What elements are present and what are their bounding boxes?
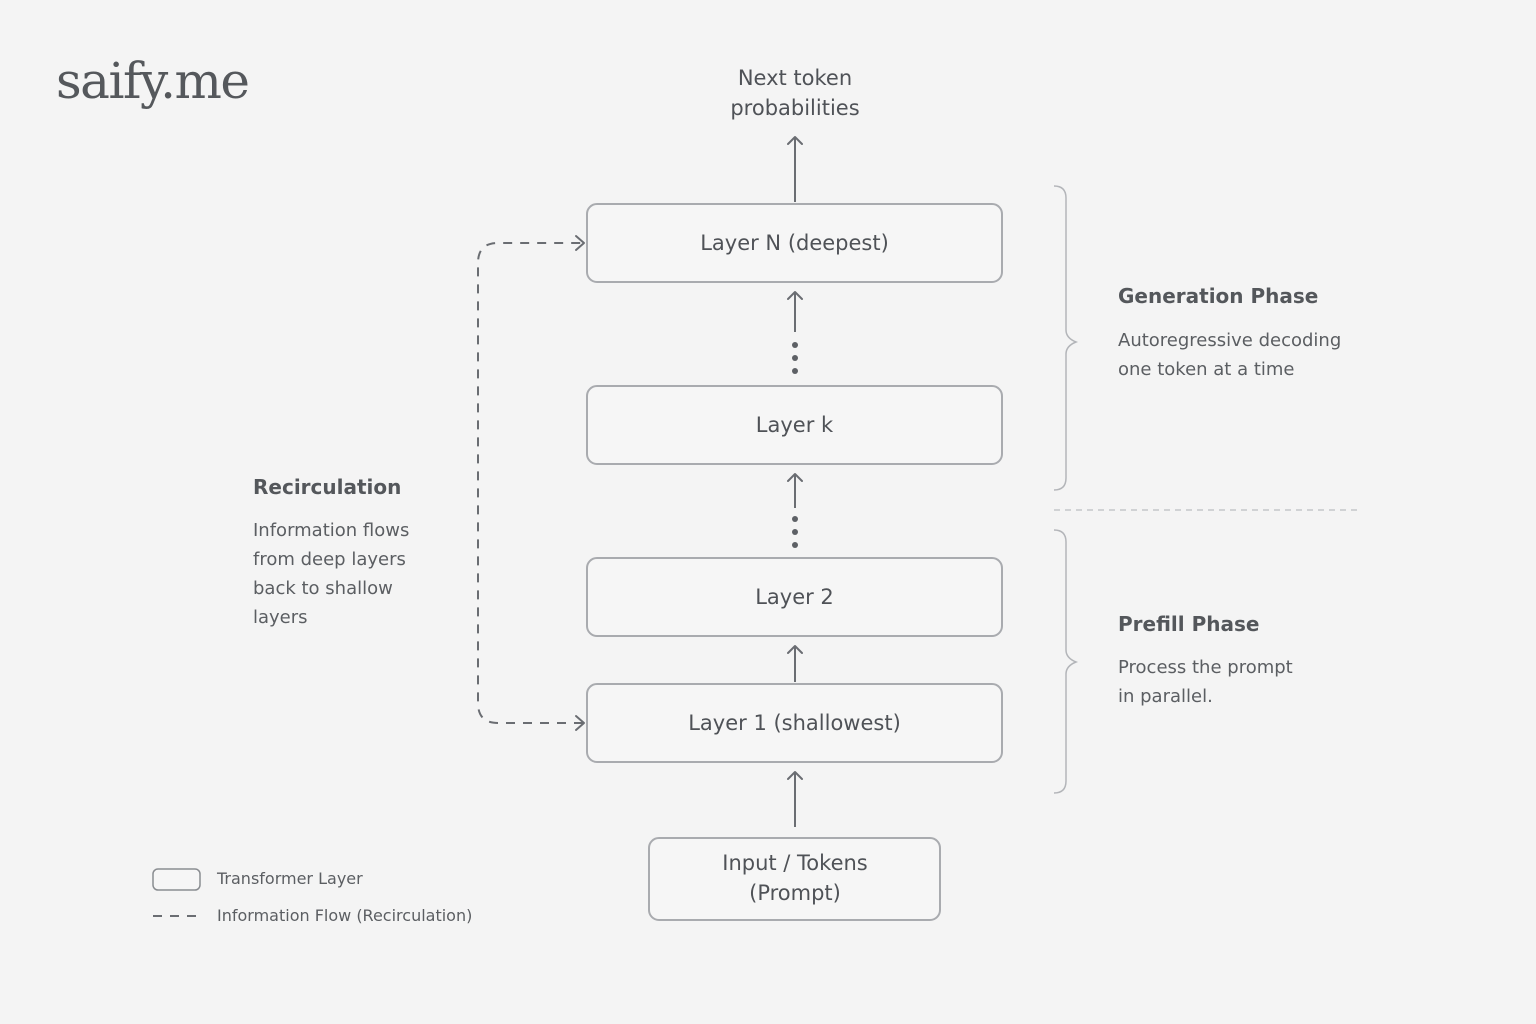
generation-phase-title: Generation Phase (1118, 284, 1319, 308)
ellipsis-upper (792, 342, 798, 374)
prefill-phase-bracket (1053, 529, 1079, 794)
input-box (648, 837, 941, 921)
input-label: Input / Tokens (Prompt) (650, 848, 940, 908)
prefill-phase-description: Process the prompt in parallel. (1118, 653, 1378, 711)
layer-2-box (586, 557, 1003, 637)
recirculation-loop (477, 242, 583, 724)
generation-desc-line-2: one token at a time (1118, 359, 1295, 380)
prefill-desc-line-2: in parallel. (1118, 686, 1213, 707)
layer-1-label: Layer 1 (shallowest) (688, 711, 901, 735)
prefill-desc-line-1: Process the prompt (1118, 657, 1293, 678)
ellipsis-lower (792, 516, 798, 548)
recirculation-description: Information flows from deep layers back … (253, 520, 410, 628)
layer-k-box (586, 385, 1003, 465)
layer-k-label: Layer k (755, 413, 834, 437)
input-label-line-2: (Prompt) (749, 881, 841, 905)
prefill-phase-title: Prefill Phase (1118, 612, 1260, 636)
legend-box-icon (152, 868, 201, 891)
recirculation-arrowhead-bottom (575, 715, 585, 731)
generation-phase-description: Autoregressive decoding one token at a t… (1118, 326, 1378, 384)
layer-n-box (586, 203, 1003, 283)
output-label-line-1: Next token (737, 66, 853, 90)
generation-desc-line-1: Autoregressive decoding (1118, 330, 1342, 351)
legend-item-information-flow: Information Flow (Recirculation) (217, 906, 473, 925)
recirculation-title: Recirculation (253, 475, 402, 499)
layer-1-box (586, 683, 1003, 763)
layer-2-label: Layer 2 (755, 585, 834, 609)
output-label-line-2: probabilities (730, 96, 860, 120)
output-label: Next token probabilities (695, 63, 895, 123)
input-label-line-1: Input / Tokens (722, 851, 868, 875)
brand-logo: saify.me (56, 52, 250, 110)
generation-phase-bracket (1053, 185, 1079, 491)
recirculation-arrowhead-top (575, 235, 585, 251)
legend-item-transformer-layer: Transformer Layer (217, 869, 363, 888)
layer-n-label: Layer N (deepest) (700, 231, 889, 255)
